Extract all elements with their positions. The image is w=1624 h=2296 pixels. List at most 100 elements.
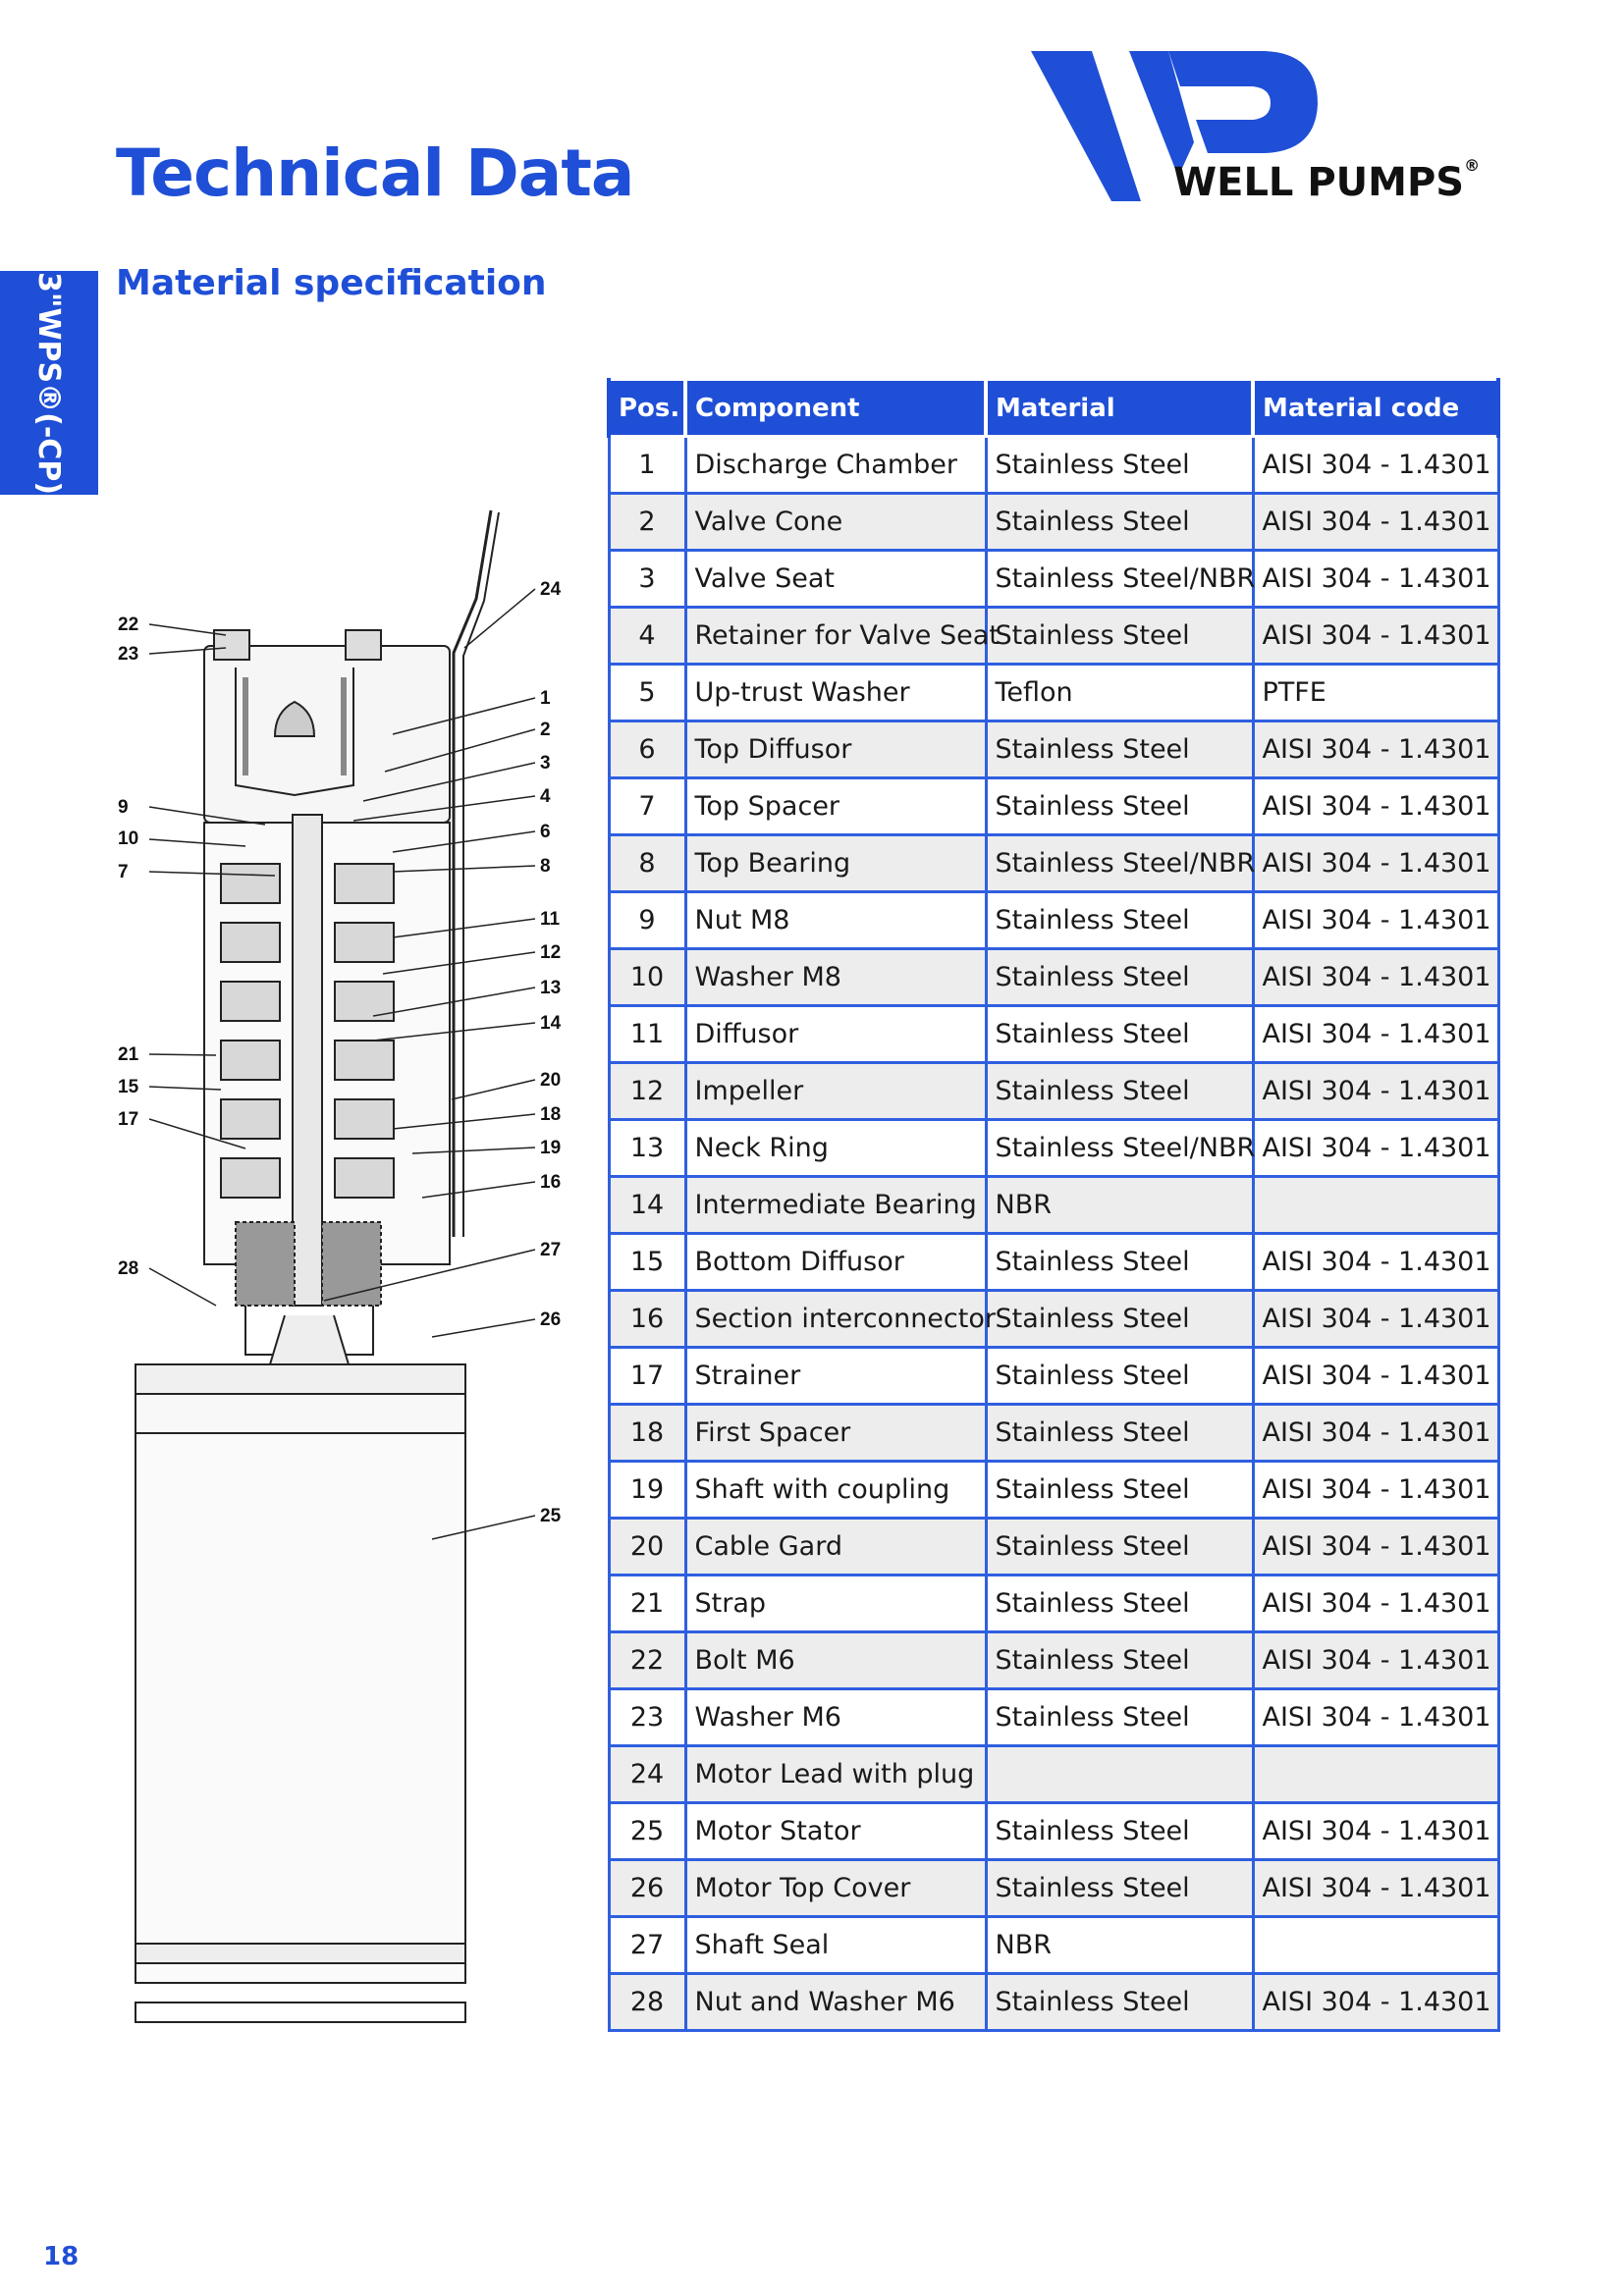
diagram-label-6: 6 xyxy=(540,822,551,842)
page-number: 18 xyxy=(43,2242,80,2271)
cell-pos: 16 xyxy=(607,1289,687,1349)
diagram-label-19: 19 xyxy=(540,1138,561,1158)
cell-material-code: AISI 304 - 1.4301 xyxy=(1251,1858,1500,1918)
side-tab: 3"WPS®(-CP) xyxy=(0,271,98,495)
cell-component: Nut M8 xyxy=(683,890,988,950)
cell-component: Top Diffusor xyxy=(683,720,988,779)
diagram-label-2: 2 xyxy=(540,720,551,740)
diagram-label-9: 9 xyxy=(118,797,129,818)
cell-material-code: AISI 304 - 1.4301 xyxy=(1251,1687,1500,1747)
col-header-material: Material xyxy=(984,378,1255,438)
cell-material: Stainless Steel xyxy=(984,1004,1255,1064)
side-tab-label: 3"WPS®(-CP) xyxy=(31,271,67,495)
cell-pos: 19 xyxy=(607,1460,687,1520)
strainer xyxy=(235,1221,296,1307)
diagram-label-1: 1 xyxy=(540,688,551,709)
diagram-label-28: 28 xyxy=(118,1258,138,1279)
diagram-label-16: 16 xyxy=(540,1172,561,1193)
cell-material-code: AISI 304 - 1.4301 xyxy=(1251,1630,1500,1690)
cell-material-code: AISI 304 - 1.4301 xyxy=(1251,776,1500,836)
cell-material-code: AISI 304 - 1.4301 xyxy=(1251,947,1500,1007)
cell-pos: 18 xyxy=(607,1403,687,1463)
cell-material: Stainless Steel/NBR xyxy=(984,833,1255,893)
cell-material-code: AISI 304 - 1.4301 xyxy=(1251,435,1500,495)
cell-pos: 20 xyxy=(607,1517,687,1576)
cell-component: Washer M8 xyxy=(683,947,988,1007)
cell-component: First Spacer xyxy=(683,1403,988,1463)
diagram-label-24: 24 xyxy=(540,579,562,600)
cell-component: Section interconnector xyxy=(683,1289,996,1349)
cell-component: Motor Stator xyxy=(683,1801,988,1861)
cell-material-code: AISI 304 - 1.4301 xyxy=(1251,1517,1500,1576)
diagram-label-3: 3 xyxy=(540,753,551,774)
cell-component: Valve Cone xyxy=(683,492,988,552)
cell-pos: 9 xyxy=(607,890,687,950)
cell-material: Stainless Steel xyxy=(984,606,1255,666)
cell-material-code: AISI 304 - 1.4301 xyxy=(1251,1403,1500,1463)
cell-material-code xyxy=(1251,1175,1500,1235)
cell-material-code: AISI 304 - 1.4301 xyxy=(1251,1574,1500,1633)
diagram-label-8: 8 xyxy=(540,856,551,877)
diagram-label-21: 21 xyxy=(118,1044,139,1065)
cell-material-code xyxy=(1251,1744,1500,1804)
cell-component: Washer M6 xyxy=(683,1687,988,1747)
cell-component: Strainer xyxy=(683,1346,988,1406)
diagram-label-17: 17 xyxy=(118,1109,138,1130)
cell-component: Motor Top Cover xyxy=(683,1858,988,1918)
logo-w-right-stroke xyxy=(1129,51,1194,177)
cell-material: Stainless Steel xyxy=(984,776,1255,836)
cell-component: Shaft with coupling xyxy=(683,1460,988,1520)
cell-material: Stainless Steel xyxy=(984,435,1255,495)
cell-material-code xyxy=(1251,1915,1500,1975)
diagram-label-7: 7 xyxy=(118,862,129,882)
pump-cross-section-diagram: 22 23 9 10 7 21 15 17 28 24 1 2 3 4 6 8 … xyxy=(118,509,562,2023)
cell-component: Diffusor xyxy=(683,1004,988,1064)
cell-material: Stainless Steel xyxy=(984,1403,1255,1463)
cell-component: Strap xyxy=(683,1574,988,1633)
cell-component: Top Bearing xyxy=(683,833,988,893)
diagram-label-25: 25 xyxy=(540,1506,562,1526)
diagram-label-10: 10 xyxy=(118,828,138,849)
cell-pos: 17 xyxy=(607,1346,687,1406)
cell-material-code: AISI 304 - 1.4301 xyxy=(1251,1232,1500,1292)
logo-w-left-stroke xyxy=(1031,51,1141,201)
diagram-label-27: 27 xyxy=(540,1240,561,1260)
cell-pos: 28 xyxy=(607,1972,687,2032)
cell-material: Stainless Steel xyxy=(984,1858,1255,1918)
cell-pos: 21 xyxy=(607,1574,687,1633)
cell-component: Impeller xyxy=(683,1061,988,1121)
cell-component: Cable Gard xyxy=(683,1517,988,1576)
cell-material: Stainless Steel xyxy=(984,1687,1255,1747)
diagram-label-23: 23 xyxy=(118,644,138,665)
cell-material: Stainless Steel xyxy=(984,947,1255,1007)
cell-material: Stainless Steel/NBR xyxy=(984,549,1255,609)
page-title: Technical Data xyxy=(116,135,634,211)
cell-pos: 4 xyxy=(607,606,687,666)
cell-material xyxy=(984,1744,1255,1804)
diagram-label-11: 11 xyxy=(540,909,561,930)
cell-component: Up-trust Washer xyxy=(683,663,988,722)
cell-material-code: AISI 304 - 1.4301 xyxy=(1251,1346,1500,1406)
cell-pos: 25 xyxy=(607,1801,687,1861)
diagram-label-13: 13 xyxy=(540,978,561,998)
cell-material-code: AISI 304 - 1.4301 xyxy=(1251,606,1500,666)
cell-material: Stainless Steel xyxy=(984,1517,1255,1576)
cell-component: Intermediate Bearing xyxy=(683,1175,988,1235)
cell-material: Stainless Steel/NBR xyxy=(984,1118,1255,1178)
